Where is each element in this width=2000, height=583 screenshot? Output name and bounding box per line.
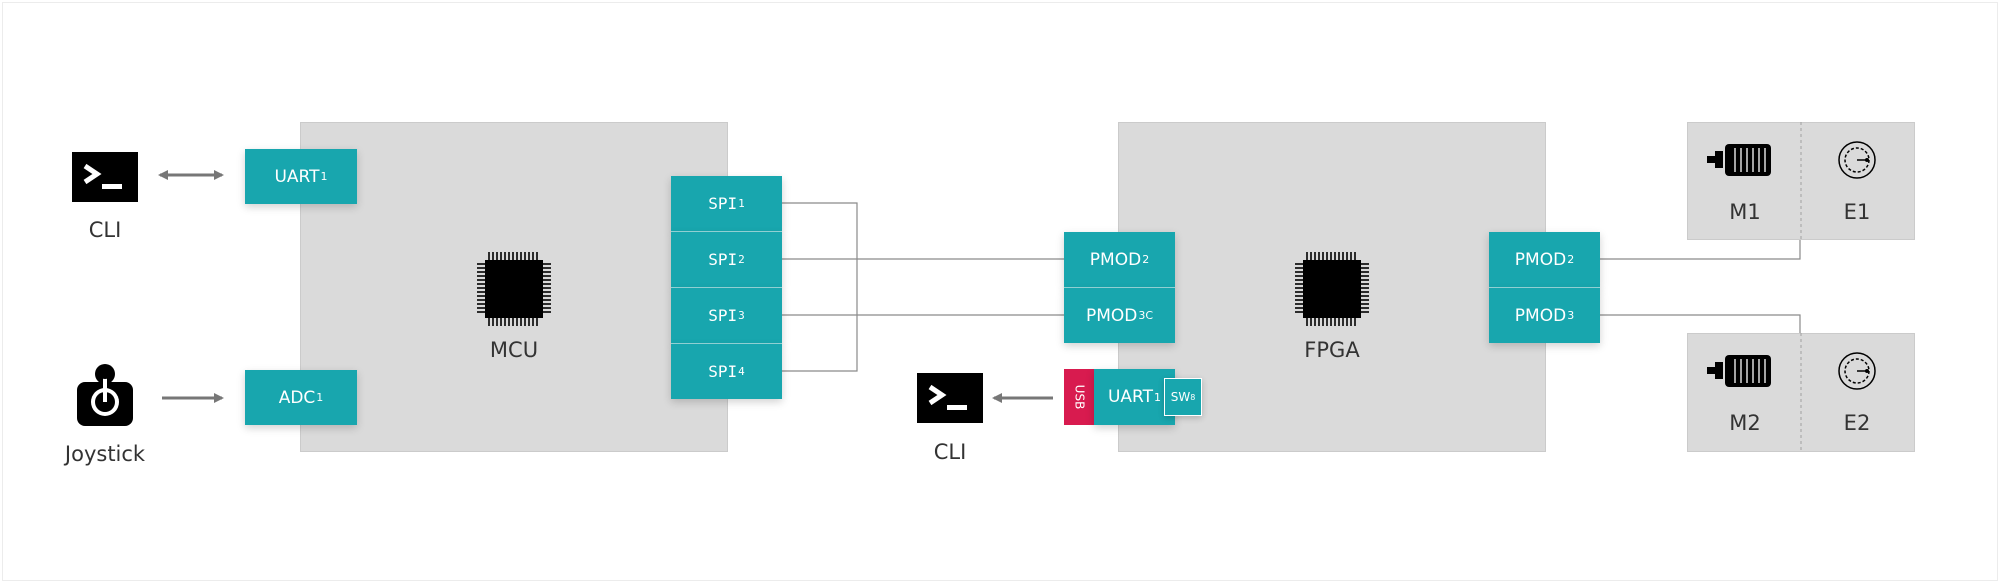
fpga-pmod3c-name: PMOD [1085,305,1138,326]
encoder-icon [1837,140,1877,180]
fpga-label: FPGA [1304,338,1360,362]
fpga-pmod3c-sub: 3C [1138,309,1154,322]
fpga-pmod3-right-sub: 3 [1567,309,1575,322]
encoder-icon-2 [1837,351,1877,391]
usb-port: USB [1064,369,1094,425]
cli-label: CLI [88,218,122,242]
motor-icon-2 [1707,353,1773,389]
mcu-label: MCU [489,338,539,362]
fpga-chip-icon [1295,252,1369,326]
pmod2-e1-wire [1600,240,1801,260]
fpga-uart1-name: UART [1107,387,1154,407]
spi2-port-sub: 2 [738,253,745,266]
usb-label: USB [1071,384,1086,410]
spi3-port-name: SPI [708,306,738,325]
joystick-icon [77,362,133,426]
fpga-pmod2-left-sub: 2 [1142,253,1150,266]
spi3-port-sub: 3 [738,309,745,322]
spi4-port-name: SPI [708,362,738,381]
motor1-divider [1800,122,1802,240]
adc1-port-sub: 1 [316,391,324,404]
sw8-name: SW [1170,390,1191,404]
fpga-pmod2-right-sub: 2 [1567,253,1575,266]
spi1-spi4-wire [782,202,858,372]
sw8-sub: 8 [1190,392,1196,402]
encoder2-label: E2 [1843,411,1871,435]
fpga-pmod2-left-name: PMOD [1089,249,1142,270]
fpga-pmod3-right-name: PMOD [1514,305,1567,326]
motor-icon [1707,142,1773,178]
encoder1-label: E1 [1843,200,1871,224]
terminal-icon-2 [917,373,983,423]
uart1-port-name: UART [274,166,320,187]
spi2-port-name: SPI [708,250,738,269]
spi1-port-name: SPI [708,194,738,213]
motor1-label: M1 [1729,200,1761,224]
fpga-pmod2-right-name: PMOD [1514,249,1567,270]
joystick-label: Joystick [64,442,146,466]
motor2-label: M2 [1729,411,1761,435]
terminal-icon [72,152,138,202]
cli-label-2: CLI [933,440,967,464]
spi1-port-sub: 1 [738,197,745,210]
spi4-port-sub: 4 [738,365,745,378]
pmod3-e2-wire [1600,314,1801,333]
adc1-port-name: ADC [278,387,316,408]
motor2-divider [1800,333,1802,452]
uart1-port-sub: 1 [320,170,328,183]
mcu-chip-icon [477,252,551,326]
fpga-uart1-sub: 1 [1154,390,1162,404]
